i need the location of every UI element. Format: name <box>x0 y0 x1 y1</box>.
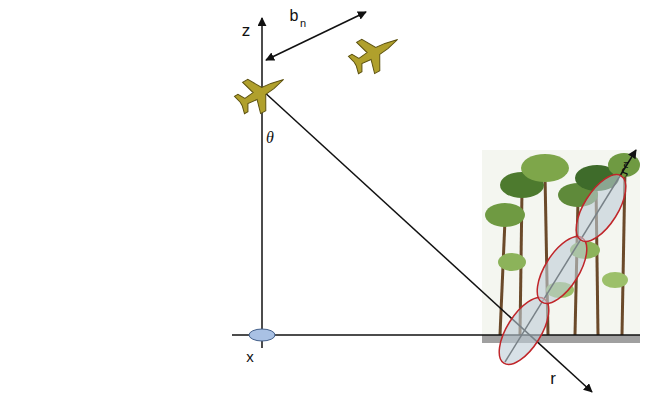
aircraft-body <box>344 24 406 81</box>
axis-label: r <box>550 370 556 387</box>
aircraft <box>344 24 406 81</box>
aircraft-body <box>230 64 292 121</box>
ground-line <box>232 334 640 336</box>
canopy <box>608 153 640 177</box>
canopy <box>485 203 525 227</box>
angle-label: θ <box>266 130 274 146</box>
trunk <box>500 220 505 335</box>
canopy <box>521 154 569 182</box>
aircraft <box>230 64 292 121</box>
resolution-cell <box>566 167 635 249</box>
resolution-cells <box>489 167 635 372</box>
baseline-arrow <box>266 12 366 60</box>
axis-label: x <box>246 349 254 364</box>
range-line <box>262 90 592 392</box>
subscript-label: n <box>300 18 306 29</box>
baseline-label: b <box>290 8 299 24</box>
origin-ellipse <box>249 329 275 341</box>
canopy <box>498 253 526 271</box>
axis-label: ξ <box>621 160 628 177</box>
z-axis <box>261 18 263 348</box>
canopy <box>602 272 628 288</box>
axis-label: z <box>242 22 251 39</box>
forest-ground <box>482 150 640 340</box>
forest-picture <box>482 150 640 343</box>
